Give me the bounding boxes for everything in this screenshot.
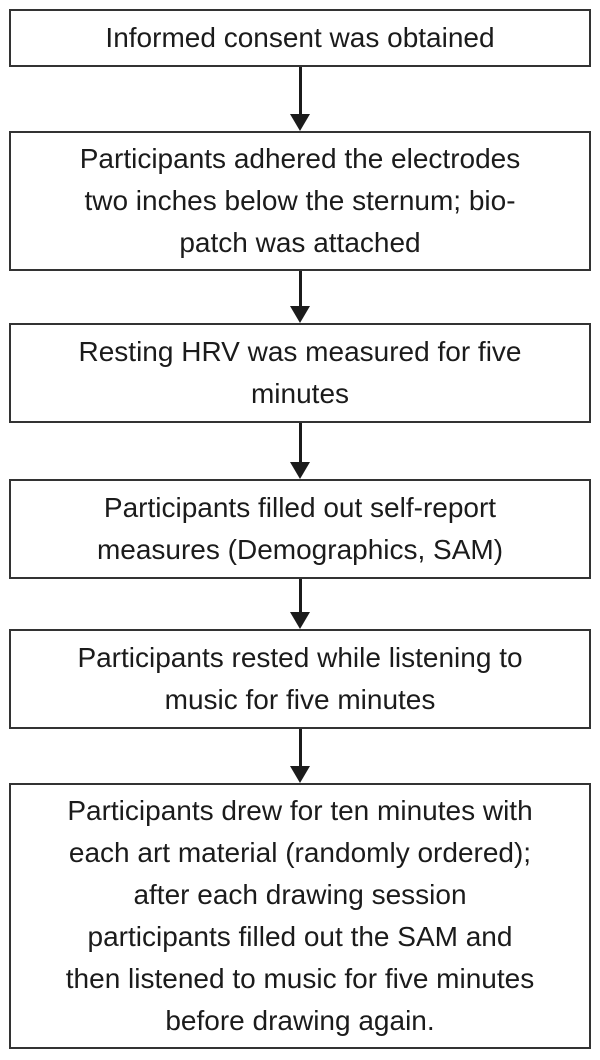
flow-step-informed-consent: Informed consent was obtained xyxy=(9,9,591,67)
arrow-down-icon xyxy=(290,114,310,131)
flow-step-label: Participants drew for ten minutes with e… xyxy=(65,795,535,1036)
flow-step-label: Resting HRV was measured for five minute… xyxy=(78,336,522,409)
arrow-down-icon xyxy=(290,306,310,323)
flow-arrow-connector xyxy=(290,729,310,783)
arrow-line xyxy=(298,423,302,462)
flow-arrow-connector xyxy=(290,423,310,479)
arrow-line xyxy=(298,67,302,114)
arrow-down-icon xyxy=(290,462,310,479)
arrow-line xyxy=(298,579,302,612)
arrow-down-icon xyxy=(290,766,310,783)
flow-step-drawing-sessions: Participants drew for ten minutes with e… xyxy=(9,783,591,1049)
flow-step-electrodes-biopatch: Participants adhered the electrodes two … xyxy=(9,131,591,271)
arrow-down-icon xyxy=(290,612,310,629)
flow-step-rest-with-music: Participants rested while listening to m… xyxy=(9,629,591,729)
flow-step-label: Participants filled out self-report meas… xyxy=(96,492,504,565)
arrow-line xyxy=(298,271,302,306)
flow-step-resting-hrv: Resting HRV was measured for five minute… xyxy=(9,323,591,423)
arrow-line xyxy=(298,729,302,766)
flow-arrow-connector xyxy=(290,579,310,629)
flow-arrow-connector xyxy=(290,67,310,131)
flow-arrow-connector xyxy=(290,271,310,323)
flow-step-label: Participants rested while listening to m… xyxy=(77,642,523,715)
flow-step-self-report-measures: Participants filled out self-report meas… xyxy=(9,479,591,579)
flow-step-label: Participants adhered the electrodes two … xyxy=(79,143,521,258)
flow-step-label: Informed consent was obtained xyxy=(105,22,495,53)
